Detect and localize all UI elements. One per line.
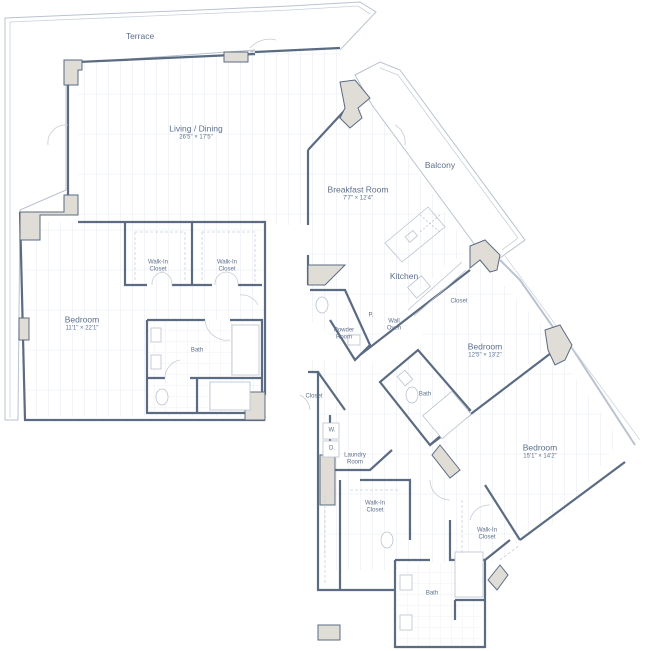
doors	[47, 38, 491, 521]
hall-floor	[305, 360, 520, 570]
closet-shelves	[134, 231, 521, 585]
bedroom2-floor	[380, 260, 555, 440]
terrace	[4, 1, 377, 421]
balcony	[354, 61, 526, 259]
kitchen-counter	[407, 261, 467, 317]
living-floor	[78, 48, 345, 225]
breakfast-floor	[308, 90, 470, 355]
fixtures	[150, 296, 484, 631]
kitchen-island	[384, 206, 446, 263]
bedroom3-floor	[440, 350, 620, 540]
